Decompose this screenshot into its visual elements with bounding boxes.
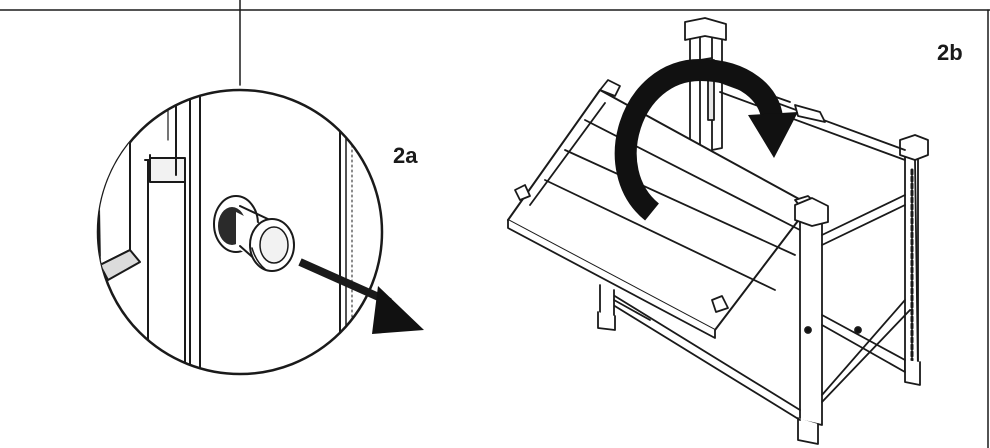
step-label-2a: 2a bbox=[393, 143, 418, 168]
back-left-post bbox=[684, 17, 727, 151]
detail-circle-2a bbox=[96, 88, 384, 376]
folding-cart-illustration bbox=[507, 17, 929, 445]
front-right-post bbox=[794, 197, 862, 445]
lock-pin-knob bbox=[213, 195, 295, 272]
step-label-2b: 2b bbox=[937, 40, 963, 65]
arrow-down-right-icon bbox=[298, 258, 424, 334]
back-right-post bbox=[899, 134, 929, 386]
lower-frame bbox=[597, 194, 911, 421]
curved-rotate-clockwise-icon bbox=[614, 59, 798, 221]
